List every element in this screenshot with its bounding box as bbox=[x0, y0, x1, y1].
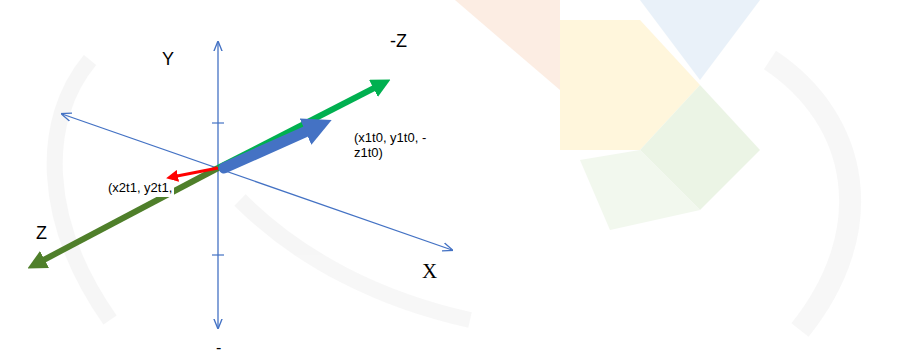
vector-arrow bbox=[224, 127, 316, 168]
vector-arrow bbox=[172, 168, 218, 177]
axis-label: Z bbox=[34, 222, 49, 245]
tick bbox=[212, 122, 224, 123]
axis-label: -Z bbox=[388, 30, 409, 53]
axis-label: - bbox=[214, 338, 223, 358]
axis-label: Y bbox=[160, 48, 176, 71]
coordinate-label: (x2t1, y2t1, bbox=[106, 180, 174, 197]
y-axis bbox=[217, 42, 218, 328]
tick bbox=[212, 254, 224, 255]
watermark bbox=[55, 0, 850, 330]
z-axis bbox=[36, 168, 218, 264]
coordinate-label: (x1t0, y1t0, -z1t0) bbox=[352, 130, 452, 162]
x-axis bbox=[62, 114, 452, 250]
axis-label: X bbox=[420, 258, 439, 284]
